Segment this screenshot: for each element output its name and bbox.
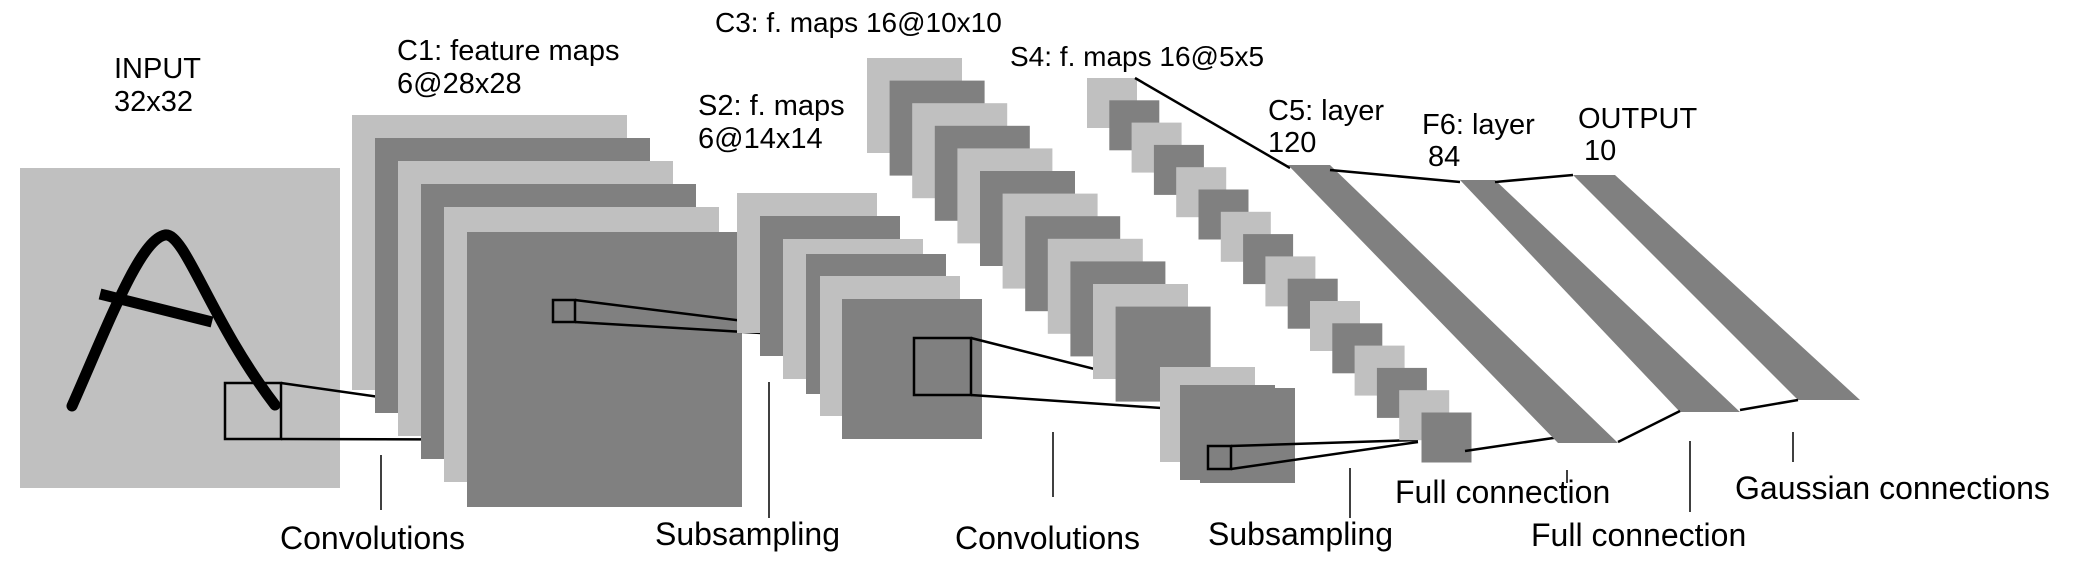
f6-label-name: F6: layer (1422, 109, 1535, 141)
handwritten-a-crossbar (98, 288, 214, 328)
f6-output-line-top (1494, 173, 1574, 184)
c5-f6-line-top (1329, 168, 1461, 184)
s4-layer: S4: f. maps 16@5x5 (1010, 41, 1561, 463)
op-subsampling-1: Subsampling (655, 516, 840, 552)
input-label-size: 32x32 (114, 86, 193, 118)
operation-ticks (380, 382, 1794, 518)
s4-map-16 (1421, 412, 1472, 463)
op-convolutions-2: Convolutions (955, 520, 1140, 556)
op-convolutions-1: Convolutions (280, 520, 465, 556)
op-gaussian-connections: Gaussian connections (1735, 470, 2050, 506)
c3-label: C3: f. maps 16@10x10 (715, 7, 1002, 38)
s2-label-size: 6@14x14 (698, 123, 823, 155)
s4-to-c5-line-bottom (1464, 435, 1561, 453)
dense-layers: C5: layer 120 F6: layer 84 OUTPUT 10 (1268, 95, 1860, 444)
c3-layer: C3: f. maps 16@10x10 (715, 7, 1419, 483)
op-subsampling-2: Subsampling (1208, 516, 1393, 552)
s2-label-name: S2: f. maps (698, 90, 845, 122)
c1-label-size: 6@28x28 (397, 68, 522, 100)
op-full-connection-1: Full connection (1395, 474, 1610, 510)
c3-maps (867, 58, 1295, 483)
c3-projection-line-bottom (1230, 440, 1419, 471)
f6-label-size: 84 (1428, 141, 1460, 173)
output-layer-bar (1573, 175, 1860, 400)
s2-layer: S2: f. maps 6@14x14 (698, 90, 1279, 439)
input-receptive-field (223, 381, 283, 441)
s2-map-6 (842, 299, 982, 439)
c3-projection-line-top (1230, 438, 1419, 448)
s4-label: S4: f. maps 16@5x5 (1010, 41, 1264, 72)
c1-layer: C1: feature maps 6@28x28 (352, 35, 881, 507)
c1-label-name: C1: feature maps (397, 35, 619, 67)
f6-output-line-bottom (1739, 398, 1799, 412)
input-layer: INPUT 32x32 (20, 53, 668, 488)
s4-to-c5-line-top (1134, 76, 1291, 170)
input-label-name: INPUT (114, 53, 201, 85)
output-label-size: 10 (1584, 135, 1616, 167)
s4-maps (1087, 78, 1472, 463)
s2-receptive-field (912, 336, 973, 397)
output-label-name: OUTPUT (1578, 103, 1698, 135)
operation-labels: Convolutions Subsampling Convolutions Su… (280, 470, 2050, 556)
c1-receptive-field (551, 298, 577, 324)
c3-receptive-field (1206, 444, 1233, 471)
c5-label-size: 120 (1268, 127, 1316, 159)
c1-map-6 (467, 232, 742, 507)
c5-f6-line-bottom (1617, 409, 1681, 444)
handwritten-a-stroke (66, 229, 281, 412)
c5-label-name: C5: layer (1268, 95, 1384, 127)
input-image (20, 168, 340, 488)
f6-layer-bar (1460, 180, 1740, 412)
op-full-connection-2: Full connection (1531, 517, 1746, 553)
c5-layer-bar (1288, 165, 1618, 443)
